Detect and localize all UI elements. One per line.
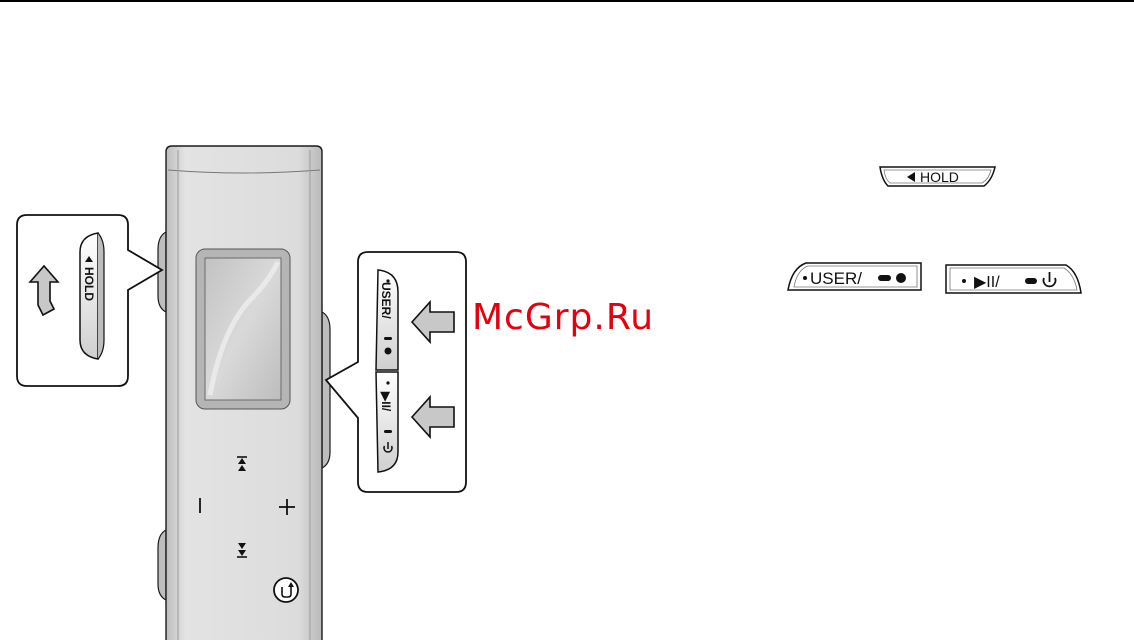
return-icon[interactable] [274, 578, 298, 602]
hold-switch[interactable]: HOLD [80, 233, 104, 359]
play-button[interactable]: ▶II/ [376, 372, 398, 472]
hold-switch-label: HOLD [82, 267, 96, 301]
buttons-callout: USER/ ▶II/ [326, 252, 466, 492]
watermark: McGrp.Ru [472, 300, 654, 336]
player-device [158, 146, 330, 640]
play-key-icon: ▶II/ [946, 265, 1081, 293]
hold-key-icon: HOLD [880, 167, 995, 186]
hold-callout: HOLD [17, 215, 162, 386]
play-button-label: ▶II/ [379, 391, 393, 412]
user-button-label: USER/ [379, 282, 393, 319]
hold-key-label: HOLD [920, 169, 959, 185]
user-key-icon: USER/ [788, 263, 921, 290]
user-key-label: USER/ [810, 269, 862, 288]
play-key-label: ▶II/ [974, 274, 1000, 291]
user-button[interactable]: USER/ [376, 270, 398, 370]
